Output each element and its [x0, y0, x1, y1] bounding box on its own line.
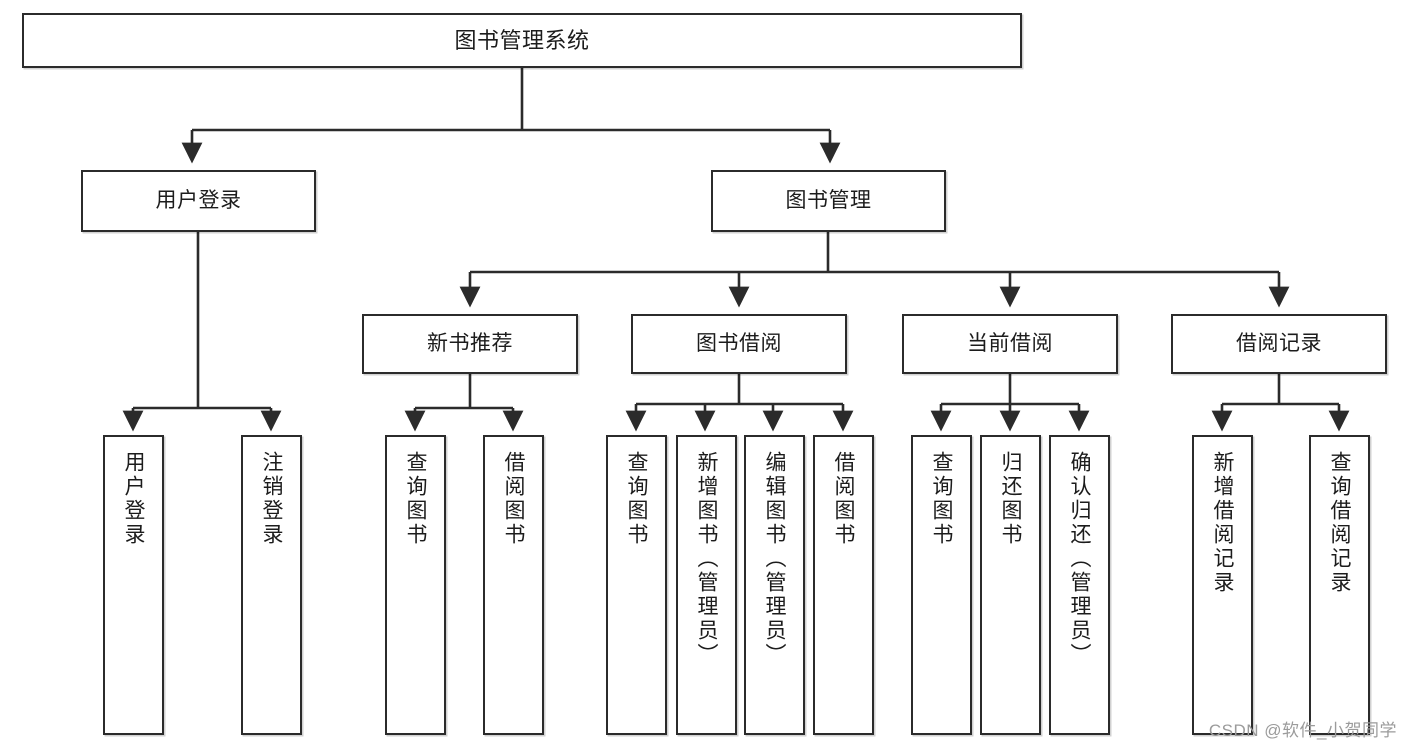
node-leaf-query-book-newbook[interactable]: 查询图书 — [385, 435, 446, 735]
node-label: 用户登录 — [122, 451, 145, 547]
node-leaf-return-book[interactable]: 归还图书 — [980, 435, 1041, 735]
node-label: 查询借阅记录 — [1328, 451, 1351, 595]
node-leaf-borrow-book-newbook[interactable]: 借阅图书 — [483, 435, 544, 735]
node-root[interactable]: 图书管理系统 — [22, 13, 1022, 68]
node-leaf-add-borrow-record[interactable]: 新增借阅记录 — [1192, 435, 1253, 735]
node-leaf-logout[interactable]: 注销登录 — [241, 435, 302, 735]
node-label: 查询图书 — [625, 451, 648, 547]
node-leaf-edit-book[interactable]: 编辑图书（管理员） — [744, 435, 805, 735]
node-label: 用户登录 — [155, 188, 242, 212]
node-label: 借阅记录 — [1236, 331, 1322, 355]
node-label: 图书管理 — [785, 188, 872, 212]
node-leaf-user-login[interactable]: 用户登录 — [103, 435, 164, 735]
node-borrow-record[interactable]: 借阅记录 — [1171, 314, 1387, 374]
node-label: 图书管理系统 — [454, 27, 590, 53]
node-user-login[interactable]: 用户登录 — [81, 170, 316, 232]
node-leaf-borrow-book[interactable]: 借阅图书 — [813, 435, 874, 735]
node-leaf-query-borrow-record[interactable]: 查询借阅记录 — [1309, 435, 1370, 735]
node-current-borrow[interactable]: 当前借阅 — [902, 314, 1118, 374]
node-leaf-query-book-borrow[interactable]: 查询图书 — [606, 435, 667, 735]
node-label: 图书借阅 — [696, 331, 782, 355]
watermark: CSDN @软件_小贺同学 — [1208, 721, 1397, 740]
node-label: 当前借阅 — [967, 331, 1053, 355]
node-label: 注销登录 — [260, 451, 283, 547]
node-label: 查询图书 — [404, 451, 427, 547]
node-label: 借阅图书 — [832, 451, 855, 547]
node-leaf-query-book-current[interactable]: 查询图书 — [911, 435, 972, 735]
node-label: 查询图书 — [930, 451, 953, 547]
node-leaf-add-book[interactable]: 新增图书（管理员） — [676, 435, 737, 735]
node-book-management[interactable]: 图书管理 — [711, 170, 946, 232]
node-label: 新增借阅记录 — [1211, 451, 1234, 595]
node-book-borrow[interactable]: 图书借阅 — [631, 314, 847, 374]
node-label: 编辑图书（管理员） — [763, 451, 786, 667]
node-label: 确认归还（管理员） — [1068, 451, 1091, 667]
node-new-book-recommend[interactable]: 新书推荐 — [362, 314, 578, 374]
node-label: 新增图书（管理员） — [695, 451, 718, 667]
node-label: 新书推荐 — [427, 331, 513, 355]
node-leaf-confirm-return[interactable]: 确认归还（管理员） — [1049, 435, 1110, 735]
node-label: 归还图书 — [999, 451, 1022, 547]
node-label: 借阅图书 — [502, 451, 525, 547]
